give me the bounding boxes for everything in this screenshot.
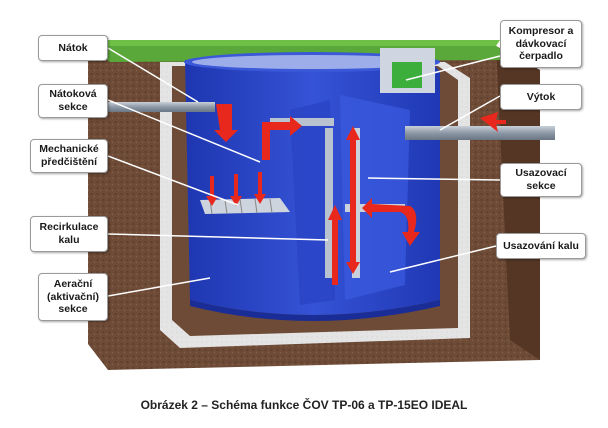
label-vytok: Výtok xyxy=(500,84,582,110)
figure-caption: Obrázek 2 – Schéma funkce ČOV TP-06 a TP… xyxy=(0,398,608,412)
label-aeracni-sekce: Aerační (aktivační) sekce xyxy=(38,273,108,321)
label-recirkulace-kalu: Recirkulace kalu xyxy=(30,216,108,252)
label-usazovaci-sekce: Usazovací sekce xyxy=(500,163,582,197)
label-natok: Nátok xyxy=(38,35,108,61)
label-mechanicke-predcisteni: Mechanické předčištění xyxy=(30,139,108,173)
compressor-housing xyxy=(380,48,435,93)
label-kompresor: Kompresor a dávkovací čerpadlo xyxy=(500,20,582,68)
label-natokova-sekce: Nátoková sekce xyxy=(38,84,108,118)
label-usazovani-kalu: Usazování kalu xyxy=(496,233,586,259)
